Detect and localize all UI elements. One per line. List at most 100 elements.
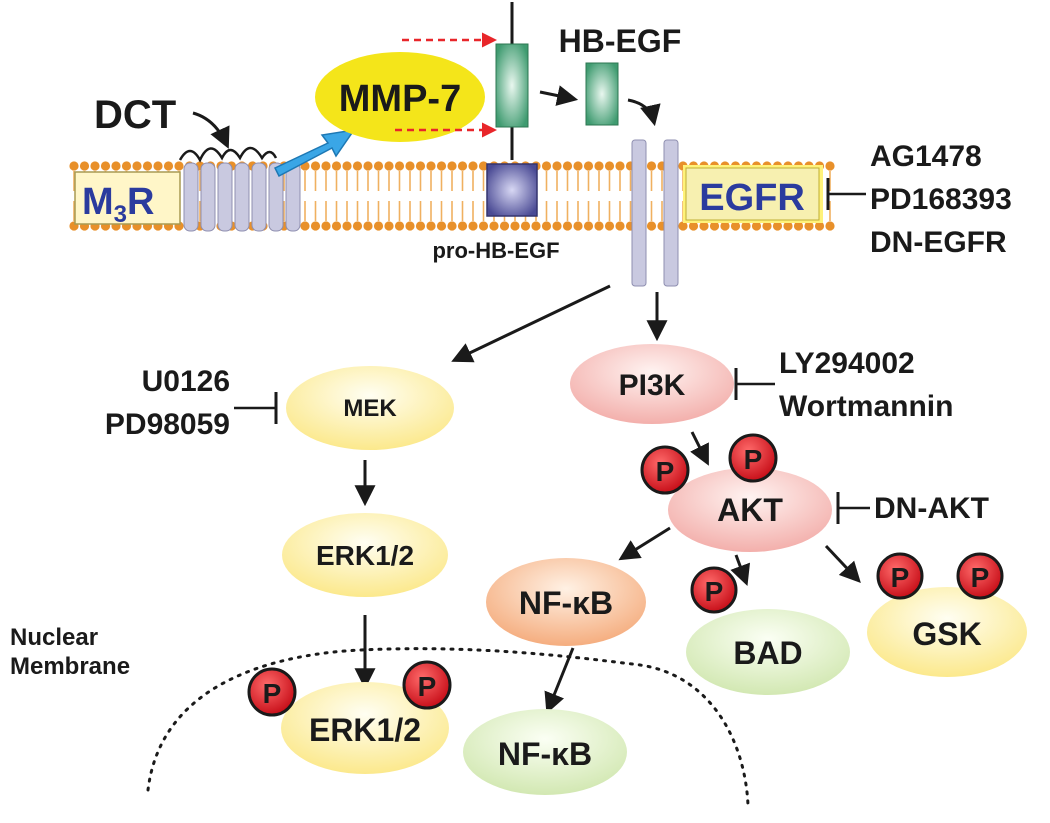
lipid-head (478, 221, 489, 231)
gsk-node (867, 587, 1027, 677)
pi3k-to-akt-arrow (690, 431, 709, 466)
mek-inhibitor-1: U0126 (142, 365, 230, 398)
egfr-inhibitor-3: DN-EGFR (870, 226, 1007, 259)
lipid-head (793, 221, 804, 231)
lipid-head (142, 161, 153, 171)
lipid-head (352, 221, 363, 231)
nfkb-cyto-label: NF-κB (519, 585, 613, 621)
lipid-head (510, 221, 520, 231)
mmp7-label: MMP-7 (339, 78, 461, 120)
dct-label: DCT (94, 93, 176, 137)
mmp7-node (315, 52, 485, 142)
lipid-head (310, 161, 321, 171)
lipid-head (709, 221, 720, 231)
mek-label: MEK (343, 395, 397, 422)
egfr-subunit-left (631, 139, 647, 287)
lipid-head (615, 161, 625, 171)
lipid-head (69, 161, 79, 171)
lipid-head (615, 221, 625, 231)
lipid-head (804, 221, 814, 231)
m3r-label: M3R (82, 181, 154, 228)
pi3k-inhibitor-1: LY294002 (779, 347, 915, 380)
lipid-head (604, 221, 615, 231)
svg-text:P: P (656, 456, 675, 487)
phospho-bad: P (690, 566, 738, 614)
erk-nuclear-label: ERK1/2 (309, 712, 421, 748)
akt-label: AKT (717, 492, 783, 528)
lipid-head (394, 161, 405, 171)
lipid-head (741, 221, 751, 231)
lipid-head (363, 221, 373, 231)
lipid-head (373, 161, 384, 171)
lipid-head (772, 221, 783, 231)
akt-to-gsk-arrow (824, 544, 861, 584)
lipid-head (90, 161, 100, 171)
pro-hb-egf-label: pro-HB-EGF (432, 238, 559, 263)
phospho-akt-left: P (640, 445, 690, 495)
lipid-head (583, 161, 594, 171)
akt-to-nfkb-arrow (618, 526, 671, 561)
svg-text:P: P (705, 576, 724, 607)
lipid-head (720, 221, 730, 231)
lipid-head (468, 221, 478, 231)
lipid-head (783, 221, 793, 231)
lipid-head (132, 161, 142, 171)
lipid-head (825, 221, 835, 231)
akt-inhibitor-1: DN-AKT (874, 492, 989, 525)
lipid-head (447, 221, 457, 231)
lipid-head (331, 161, 342, 171)
svg-text:P: P (744, 444, 763, 475)
lipid-head (100, 161, 111, 171)
lipid-head (825, 161, 835, 171)
erk-cyto-label: ERK1/2 (316, 540, 414, 571)
gsk-label: GSK (912, 616, 981, 652)
akt-node (668, 468, 832, 552)
lipid-head (646, 161, 657, 171)
hb-egf-released (585, 62, 619, 126)
nfkb-nuclear-node (463, 709, 627, 795)
lipid-head (426, 161, 436, 171)
lipid-head (583, 221, 594, 231)
nuclear-membrane-label-1: Nuclear (10, 624, 98, 651)
lipid-head (541, 161, 552, 171)
dct-arrow (192, 111, 230, 149)
nfkb-nuclear-label: NF-κB (498, 736, 592, 772)
m3r-label-box (74, 171, 181, 225)
lipid-head (699, 221, 709, 231)
phospho-erk-left: P (247, 667, 297, 717)
egfr-subunit-right (663, 139, 679, 287)
phospho-gsk-right: P (956, 552, 1004, 600)
pi3k-label: PI3K (619, 369, 686, 402)
lipid-head (300, 221, 310, 231)
egfr-to-mek-arrow (451, 284, 611, 363)
lipid-head (604, 161, 615, 171)
lipid-head (468, 161, 478, 171)
lipid-head (573, 161, 583, 171)
pro-hb-egf-ectodomain (495, 43, 529, 128)
lipid-head (394, 221, 405, 231)
lipid-head (436, 221, 447, 231)
lipid-head (457, 221, 468, 231)
erk-nuclear-node (281, 682, 449, 774)
lipid-head (552, 161, 562, 171)
nfkb-translocation-arrow (544, 647, 575, 714)
bad-node (686, 609, 850, 695)
lipid-head (541, 221, 552, 231)
lipid-head (153, 161, 163, 171)
lipid-head (163, 161, 174, 171)
erk-cyto-node (282, 513, 448, 597)
lipid-head (489, 221, 499, 231)
lipid-head (321, 221, 331, 231)
bad-label: BAD (733, 635, 802, 671)
phospho-gsk-left: P (876, 552, 924, 600)
egfr-inhibitor-2: PD168393 (870, 183, 1012, 216)
pi3k-inhibitor-2: Wortmannin (779, 390, 953, 423)
lipid-head (520, 221, 531, 231)
hb-egf-release-arrow (539, 85, 579, 106)
lipid-head (762, 221, 772, 231)
lipid-head (331, 221, 342, 231)
lipid-head (562, 161, 573, 171)
lipid-head (646, 221, 657, 231)
mek-node (286, 366, 454, 450)
nuclear-membrane-label-2: Membrane (10, 653, 130, 680)
